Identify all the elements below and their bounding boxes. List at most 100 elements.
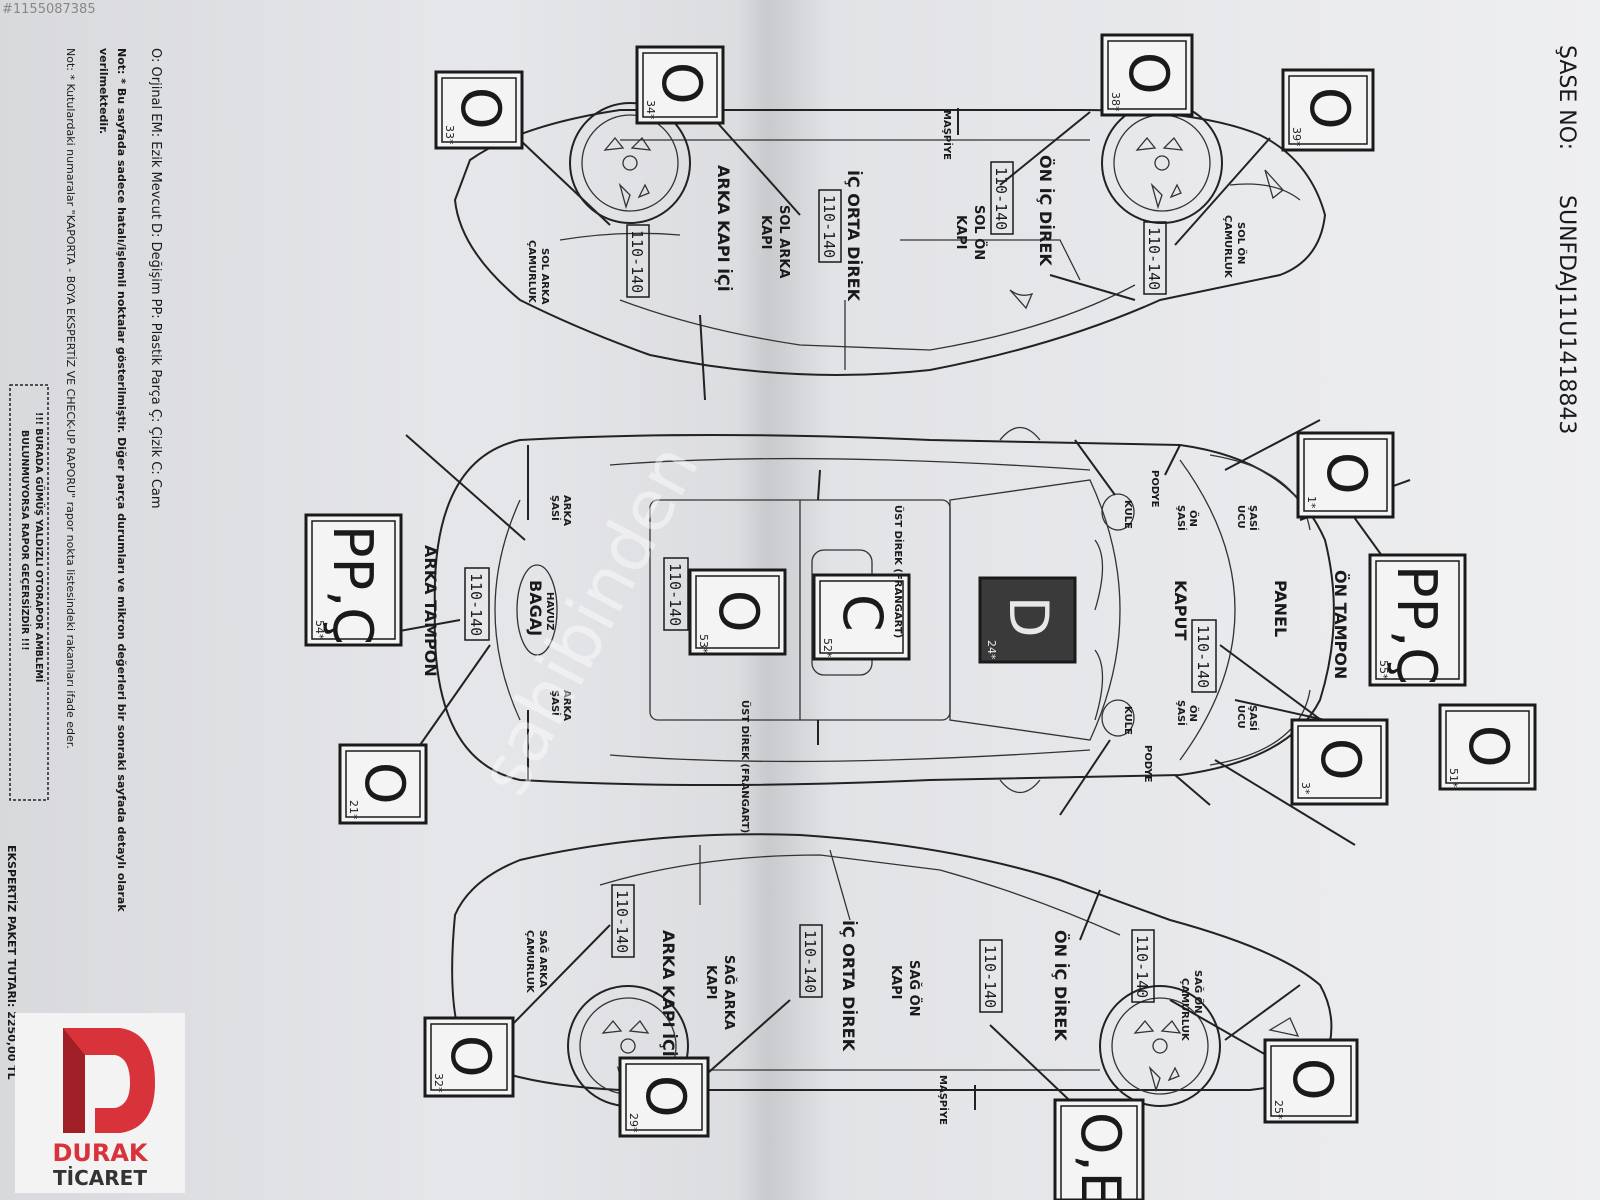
svg-text:UCU: UCU	[1235, 505, 1246, 529]
svg-text:KAPI: KAPI	[953, 215, 968, 250]
legend-note-1: Not: * Bu sayfada sadece hatalı/işlemli …	[115, 48, 128, 912]
svg-text:ARKA TAMPON: ARKA TAMPON	[421, 545, 440, 677]
svg-text:C: C	[831, 594, 894, 632]
svg-text:110-140: 110-140	[1145, 227, 1163, 290]
svg-text:SAĞ ÖN: SAĞ ÖN	[906, 960, 922, 1017]
svg-text:KAPUT: KAPUT	[1171, 580, 1190, 641]
svg-text:SOL ARKA: SOL ARKA	[776, 205, 791, 278]
svg-text:SAĞ ARKA: SAĞ ARKA	[537, 930, 550, 988]
status-box-25: O 25*	[1263, 1038, 1359, 1124]
svg-text:O: O	[650, 62, 713, 105]
svg-text:ÖN İÇ DİREK: ÖN İÇ DİREK	[1051, 930, 1070, 1041]
svg-text:ÖN TAMPON: ÖN TAMPON	[1331, 570, 1350, 679]
status-box-53: O 53*	[688, 568, 787, 656]
svg-text:O: O	[1309, 738, 1372, 781]
svg-text:BAGAJ: BAGAJ	[526, 580, 545, 636]
status-box-3: O 3*	[1290, 718, 1389, 806]
micron-boxes-top: 110-140 110-140 110-140 110-140	[626, 161, 1167, 298]
top-car-labels: MAŞPİYE SOL ÖN KAPI SOL ARKA KAPI ÖN İÇ …	[526, 110, 1249, 305]
svg-text:KAPI: KAPI	[888, 965, 903, 1000]
legend-line: O: Orjinal EM: Ezik Mevcut D: Değişim PP…	[148, 48, 163, 509]
warning-box	[9, 384, 49, 801]
logo-line-2: TİCARET	[53, 1166, 147, 1190]
svg-text:110-140: 110-140	[1194, 625, 1212, 688]
svg-text:110-140: 110-140	[1133, 935, 1151, 998]
top-car-leaders	[519, 108, 1271, 401]
svg-text:53*: 53*	[697, 634, 710, 654]
svg-text:SAĞ ARKA: SAĞ ARKA	[721, 955, 737, 1030]
svg-text:ÇAMURLUK: ÇAMURLUK	[524, 930, 535, 994]
svg-text:SOL ARKA: SOL ARKA	[539, 248, 550, 305]
top-car	[453, 102, 1327, 376]
svg-text:1*: 1*	[1305, 496, 1318, 509]
status-box-52: C 52*	[812, 573, 911, 661]
logo-line-1: DURAK	[52, 1139, 148, 1167]
svg-text:O: O	[1315, 452, 1378, 495]
svg-text:SOL ÖN: SOL ÖN	[971, 205, 987, 260]
svg-text:32*: 32*	[432, 1073, 445, 1093]
svg-text:ŞASİ: ŞASİ	[1175, 505, 1189, 531]
status-box-33: O 33*	[434, 70, 524, 150]
svg-text:ARKA: ARKA	[561, 690, 572, 721]
svg-text:HAVUZ: HAVUZ	[544, 592, 555, 631]
svg-text:KULE: KULE	[1122, 706, 1133, 735]
bottom-car-leaders	[504, 889, 1301, 1116]
svg-text:ÖN İÇ DİREK: ÖN İÇ DİREK	[1036, 155, 1055, 266]
svg-text:ŞASİ: ŞASİ	[549, 495, 563, 521]
svg-text:MAŞPİYE: MAŞPİYE	[937, 1075, 951, 1125]
status-box-39: O 39*	[1281, 68, 1375, 152]
status-box-oe: O,E	[1053, 1098, 1145, 1200]
legend-note-1b: verilmektedir.	[97, 48, 110, 134]
svg-text:55*: 55*	[1377, 660, 1390, 680]
status-box-1: O 1*	[1296, 431, 1395, 519]
svg-text:110-140: 110-140	[992, 167, 1010, 230]
dealer-logo: DURAK TİCARET	[15, 1013, 185, 1193]
svg-text:O: O	[1281, 1058, 1344, 1101]
warning-line-2: BULUNMUYORSA RAPOR GEÇERSİZDİR !!!	[19, 430, 30, 651]
warning-line-1: !!! BURADA GÜMÜŞ YALDIZLI OTORAPOR AMBLE…	[33, 412, 44, 682]
svg-text:ŞASİ: ŞASİ	[1247, 505, 1261, 531]
svg-text:D: D	[997, 596, 1060, 638]
svg-text:KULE: KULE	[1122, 500, 1133, 529]
svg-text:ŞASİ: ŞASİ	[549, 690, 563, 716]
status-box-21: O 21*	[338, 743, 428, 825]
svg-text:110-140: 110-140	[820, 195, 838, 258]
photo-id: #1155087385	[2, 2, 96, 17]
svg-text:O: O	[1298, 87, 1361, 130]
status-box-51: O 51*	[1438, 703, 1537, 791]
svg-text:24*: 24*	[985, 640, 998, 660]
chassis-label: ŞASE NO:	[1554, 45, 1579, 150]
svg-text:110-140: 110-140	[628, 230, 646, 293]
svg-text:ARKA KAPI İÇİ: ARKA KAPI İÇİ	[659, 930, 678, 1057]
svg-text:ÜST DİREK (FRANGART): ÜST DİREK (FRANGART)	[892, 505, 906, 638]
svg-text:PP,Ç: PP,Ç	[1385, 565, 1448, 685]
svg-text:O: O	[707, 590, 770, 633]
svg-text:ÇAMURLUK: ÇAMURLUK	[1222, 215, 1233, 279]
svg-text:PODYE: PODYE	[1149, 470, 1160, 508]
svg-text:SOL ÖN: SOL ÖN	[1235, 222, 1249, 264]
svg-text:110-140: 110-140	[801, 930, 819, 993]
svg-text:O: O	[353, 762, 416, 805]
svg-text:PODYE: PODYE	[1142, 745, 1153, 783]
status-box-24: D 24*	[978, 576, 1077, 664]
middle-car-labels: PODYE PODYE ÖN TAMPON PANEL KAPUT ÜST Dİ…	[421, 470, 1350, 833]
svg-text:33*: 33*	[443, 125, 456, 145]
middle-car	[433, 426, 1335, 794]
svg-text:SAĞ ÖN: SAĞ ÖN	[1192, 970, 1206, 1014]
svg-text:PANEL: PANEL	[1271, 580, 1290, 637]
svg-text:ARKA: ARKA	[561, 495, 572, 526]
status-box-38: O 38*	[1100, 33, 1194, 117]
svg-text:MAŞPİYE: MAŞPİYE	[941, 110, 955, 160]
bottom-car-labels: MAŞPİYE SAĞ ÖN KAPI SAĞ ARKA KAPI ÖN İÇ …	[524, 920, 1206, 1125]
svg-text:O: O	[1117, 52, 1180, 95]
status-box-32: O 32*	[423, 1016, 515, 1098]
svg-text:110-140: 110-140	[467, 573, 485, 636]
svg-text:ÇAMURLUK: ÇAMURLUK	[526, 240, 537, 304]
svg-text:O: O	[1457, 725, 1520, 768]
svg-text:KAPI: KAPI	[758, 215, 773, 250]
status-box-54: PP,Ç 54*	[304, 513, 403, 647]
svg-text:ÖN: ÖN	[1187, 510, 1201, 527]
svg-text:110-140: 110-140	[981, 945, 999, 1008]
svg-text:O,E: O,E	[1069, 1112, 1132, 1200]
svg-text:PP,Ç: PP,Ç	[321, 525, 384, 645]
